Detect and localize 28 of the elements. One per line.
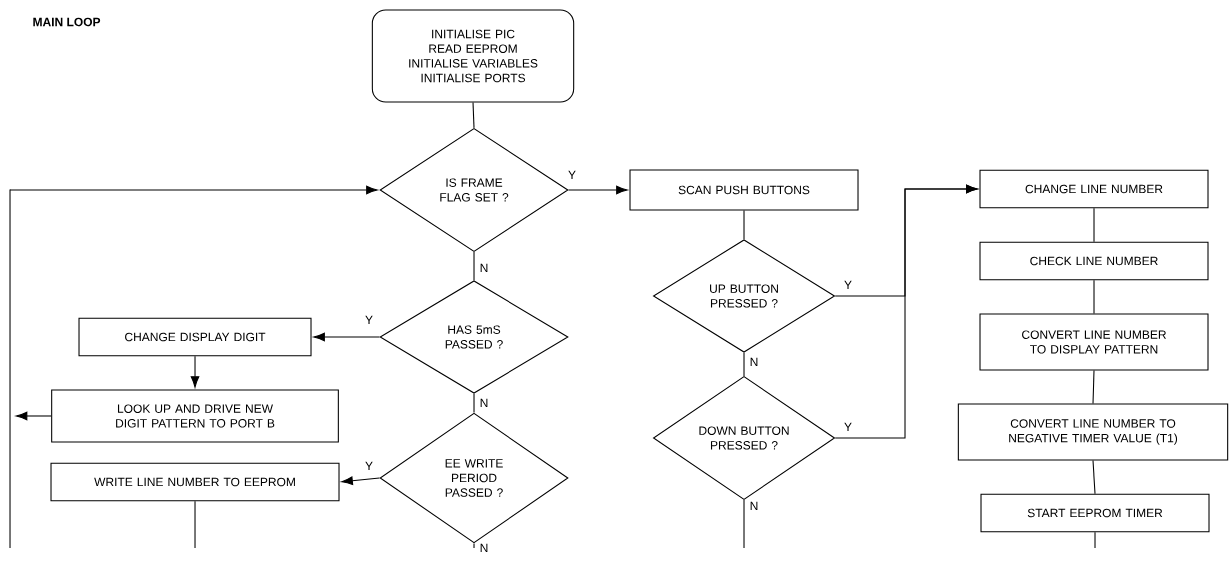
process-box: SCAN PUSH BUTTONS <box>629 169 859 211</box>
edge-label: N <box>750 501 758 511</box>
edge-label: Y <box>844 422 852 432</box>
process-box: CONVERT LINE NUMBER TO DISPLAY PATTERN <box>979 313 1209 371</box>
edge-label: N <box>480 263 488 273</box>
process-box: WRITE LINE NUMBER TO EEPROM <box>50 462 340 502</box>
process-box: CHANGE DISPLAY DIGIT <box>78 317 312 357</box>
process-box: CONVERT LINE NUMBER TO NEGATIVE TIMER VALUE (T1) <box>957 403 1229 461</box>
edge-label: N <box>480 398 488 408</box>
heading: MAIN LOOP <box>33 17 101 27</box>
process-box: CHANGE LINE NUMBER <box>979 169 1209 209</box>
arrow <box>9 185 378 195</box>
edge-label: N <box>750 357 758 367</box>
arrow <box>15 411 52 421</box>
edge-label: Y <box>568 170 576 180</box>
arrow <box>313 332 380 342</box>
arrow <box>834 184 978 439</box>
edge-label: Y <box>365 461 373 471</box>
edge-label: N <box>480 543 488 553</box>
edge-label: Y <box>365 315 373 325</box>
process-box: LOOK UP AND DRIVE NEW DIGIT PATTERN TO PORT B <box>51 389 339 443</box>
process-box: START EEPROM TIMER <box>980 493 1210 533</box>
start-box: INITIALISE PIC READ EEPROM INITIALISE VARIABLES INITIALISE PORTS <box>371 9 575 103</box>
arrow <box>341 476 380 485</box>
process-box: CHECK LINE NUMBER <box>979 241 1209 281</box>
edge-label: Y <box>844 280 852 290</box>
arrow <box>568 185 628 195</box>
arrow <box>190 355 200 388</box>
